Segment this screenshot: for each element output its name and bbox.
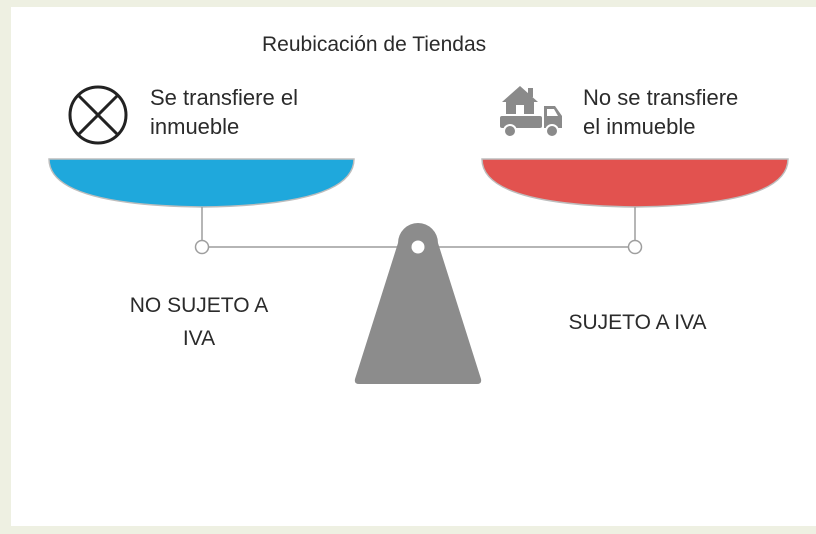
moving-truck-house-icon [500,86,562,138]
left-outcome-line2: IVA [182,327,216,350]
fulcrum [354,223,482,384]
right-pan-label-line2: el inmueble [583,114,696,139]
right-pan-label-line1: No se transfiere [583,85,739,110]
right-beam-joint [627,239,643,255]
right-outcome: SUJETO A IVA [540,306,735,339]
left-outcome: NO SUJETO A IVA [99,289,299,355]
right-outcome-line1: SUJETO A IVA [568,311,707,334]
x-circle-icon [68,85,128,145]
left-pan [48,158,355,208]
left-beam-joint [194,239,210,255]
right-pan [481,158,789,208]
left-outcome-line1: NO SUJETO A [129,294,269,317]
left-pan-label-line1: Se transfiere el [150,85,298,110]
left-pan-label: Se transfiere el inmueble [150,83,298,141]
diagram-title: Reubicación de Tiendas [262,33,487,56]
right-pan-label: No se transfiere el inmueble [583,83,738,141]
left-pan-label-line2: inmueble [150,114,240,139]
fulcrum-pivot [411,240,425,254]
